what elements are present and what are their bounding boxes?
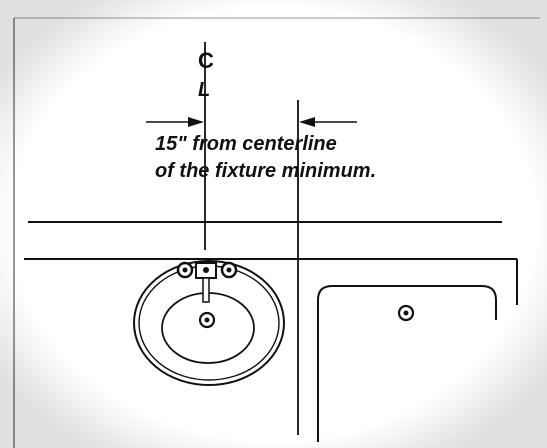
centerline-symbol-c: C <box>198 48 214 73</box>
clearance-note-line-1: 15" from centerline <box>155 133 337 155</box>
drain-icon <box>397 304 415 322</box>
arrowhead-right <box>299 117 315 127</box>
arrowhead-left <box>188 117 204 127</box>
centerline-symbol-l: L <box>198 79 211 101</box>
clearance-note-line-2: of the fixture minimum. <box>155 160 377 182</box>
drain-icon <box>198 311 216 329</box>
